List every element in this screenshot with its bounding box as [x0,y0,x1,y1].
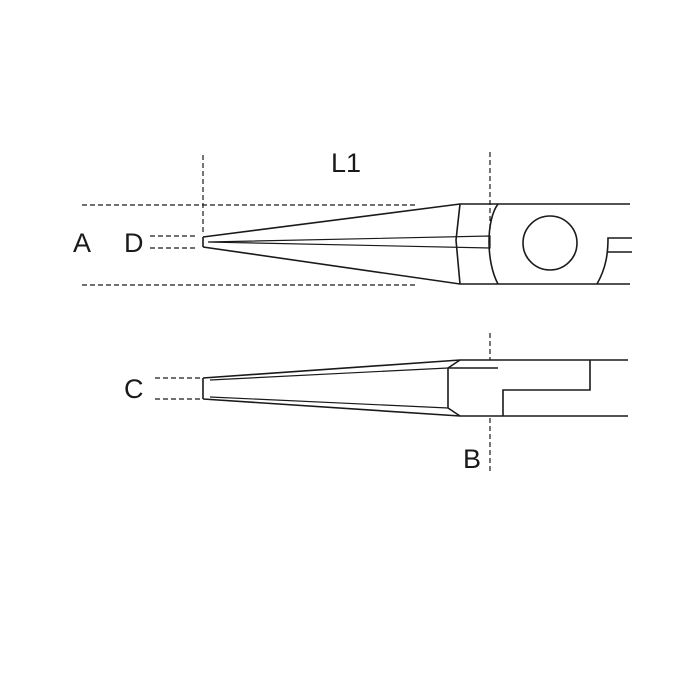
jaw-seam [207,235,491,249]
pivot-circle [522,215,578,271]
top-view [82,152,632,286]
jaw-bevel [455,203,461,285]
side-jaw-bevel [447,359,461,417]
side-jaw-taper [209,367,449,409]
label-a: A [73,228,91,258]
side-view [155,333,628,474]
side-jaw-outline [202,359,628,417]
label-c: C [124,374,144,404]
side-joint-step [448,360,591,416]
handle-curve [596,237,632,285]
label-d: D [124,228,144,258]
joint-recess [488,203,499,285]
label-b: B [463,444,481,474]
label-l1: L1 [331,148,361,178]
